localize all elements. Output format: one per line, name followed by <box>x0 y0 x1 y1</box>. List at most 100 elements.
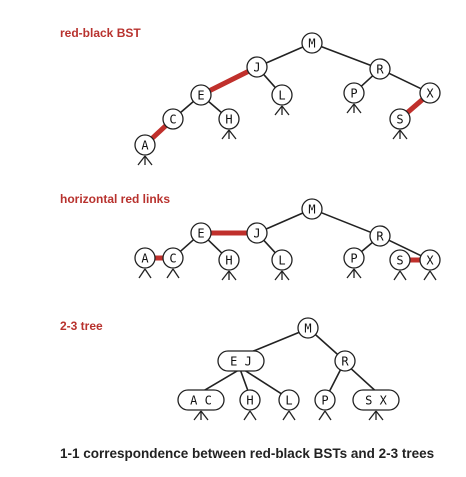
null-link <box>353 103 362 114</box>
h-null-links-h <box>221 270 237 281</box>
rb-node-a-label: A <box>141 139 149 153</box>
tt-null-links-h <box>243 410 257 421</box>
h-null-links-l <box>274 270 290 281</box>
rb-node-e-label: E <box>197 89 204 103</box>
tt-node-h-label: H <box>246 394 253 408</box>
h-link-r-x <box>388 239 422 257</box>
rb-null-links-p <box>346 103 362 114</box>
rb-null-links-h <box>221 129 237 140</box>
h-node-p-label: P <box>350 252 357 266</box>
null-link <box>282 410 290 421</box>
h-node-m-label: M <box>308 203 315 217</box>
h-link-e-c <box>179 238 195 253</box>
h-node-e-circle <box>190 222 212 244</box>
h-node-h-circle <box>218 249 240 271</box>
rb-node-r-label: R <box>376 63 384 77</box>
null-link <box>274 270 283 281</box>
tt-node-m-label: M <box>304 322 311 336</box>
link-r-x <box>388 72 422 90</box>
h-node-j-label: J <box>253 227 260 241</box>
tt-node-s-x-label: S X <box>365 394 387 408</box>
rb-node-p-label: P <box>350 87 357 101</box>
h-node-s-label: S <box>396 254 403 268</box>
rb-node-s-label: S <box>396 113 403 127</box>
null-link <box>346 103 355 114</box>
null-link <box>281 270 290 281</box>
null-link <box>399 270 407 281</box>
rb-null-links-s <box>392 129 408 140</box>
null-link <box>368 410 377 421</box>
tt-link-m-r <box>314 333 339 356</box>
tt-node-p-label: P <box>321 394 328 408</box>
rb-node-x-circle <box>419 82 441 104</box>
tt-node-p-circle <box>314 389 336 411</box>
tt-null-links-s-x <box>368 410 384 421</box>
h-node-p-circle <box>343 247 365 269</box>
null-link <box>399 129 408 140</box>
section-title-2-3-tree: 2-3 tree <box>60 319 103 333</box>
h-node-c-circle <box>162 247 184 269</box>
rb-node-a-circle <box>134 134 156 156</box>
h-node-r-circle <box>369 225 391 247</box>
h-node-a-circle <box>134 247 156 269</box>
rb-node-l-circle <box>271 84 293 106</box>
rb-node-s-circle <box>389 108 411 130</box>
section-title-red-black-bst: red-black BST <box>60 26 141 40</box>
h-node-j-circle <box>246 222 268 244</box>
null-link <box>429 270 437 281</box>
null-link <box>324 410 332 421</box>
null-link <box>392 129 401 140</box>
link-j-e-red <box>207 68 251 94</box>
null-link <box>138 268 146 279</box>
link-e-h <box>207 100 223 114</box>
h-node-m-circle <box>301 198 323 220</box>
h-node-c-label: C <box>169 252 176 266</box>
tt-node-r-circle <box>334 350 356 372</box>
rb-node-j-label: J <box>253 61 260 75</box>
tt-link-e-j-a-c <box>200 367 242 394</box>
h-link-r-p <box>360 241 374 253</box>
link-c-a-red <box>149 123 169 141</box>
h-node-e-label: E <box>197 227 204 241</box>
null-link <box>200 410 209 421</box>
rb-node-p-circle <box>343 82 365 104</box>
tt-link-r-s-x <box>350 368 377 393</box>
null-link <box>243 410 251 421</box>
tt-node-h-circle <box>239 389 261 411</box>
tt-node-a-c-box <box>177 389 225 411</box>
h-node-l-circle <box>271 249 293 271</box>
rb-node-m-label: M <box>308 37 315 51</box>
null-link <box>353 268 362 279</box>
h-null-links-p <box>346 268 362 279</box>
rb-null-links-a <box>137 155 153 166</box>
null-link <box>346 268 355 279</box>
rb-node-c-circle <box>162 108 184 130</box>
rb-node-c-label: C <box>169 113 176 127</box>
tt-node-l-circle <box>278 389 300 411</box>
rb-node-r-circle <box>369 58 391 80</box>
h-null-links-s <box>393 270 407 281</box>
rb-null-links-l <box>274 105 290 116</box>
null-link <box>375 410 384 421</box>
rb-node-e-circle <box>190 84 212 106</box>
h-node-x-circle <box>419 249 441 271</box>
link-x-s-red <box>405 97 425 115</box>
null-link <box>249 410 257 421</box>
h-node-r-label: R <box>376 230 384 244</box>
h-node-l-label: L <box>278 254 285 268</box>
h-link-m-r <box>320 211 372 234</box>
null-link <box>393 270 401 281</box>
tt-node-l-label: L <box>285 394 292 408</box>
null-link <box>172 268 180 279</box>
link-m-j <box>265 46 304 64</box>
null-link <box>193 410 202 421</box>
h-link-m-j <box>265 212 304 230</box>
h-node-s-circle <box>389 249 411 271</box>
link-e-c <box>179 100 195 114</box>
h-null-links-x <box>423 270 437 281</box>
null-link <box>221 270 230 281</box>
null-link <box>221 129 230 140</box>
h-node-a-label: A <box>141 252 149 266</box>
tt-link-r-p <box>328 369 342 392</box>
